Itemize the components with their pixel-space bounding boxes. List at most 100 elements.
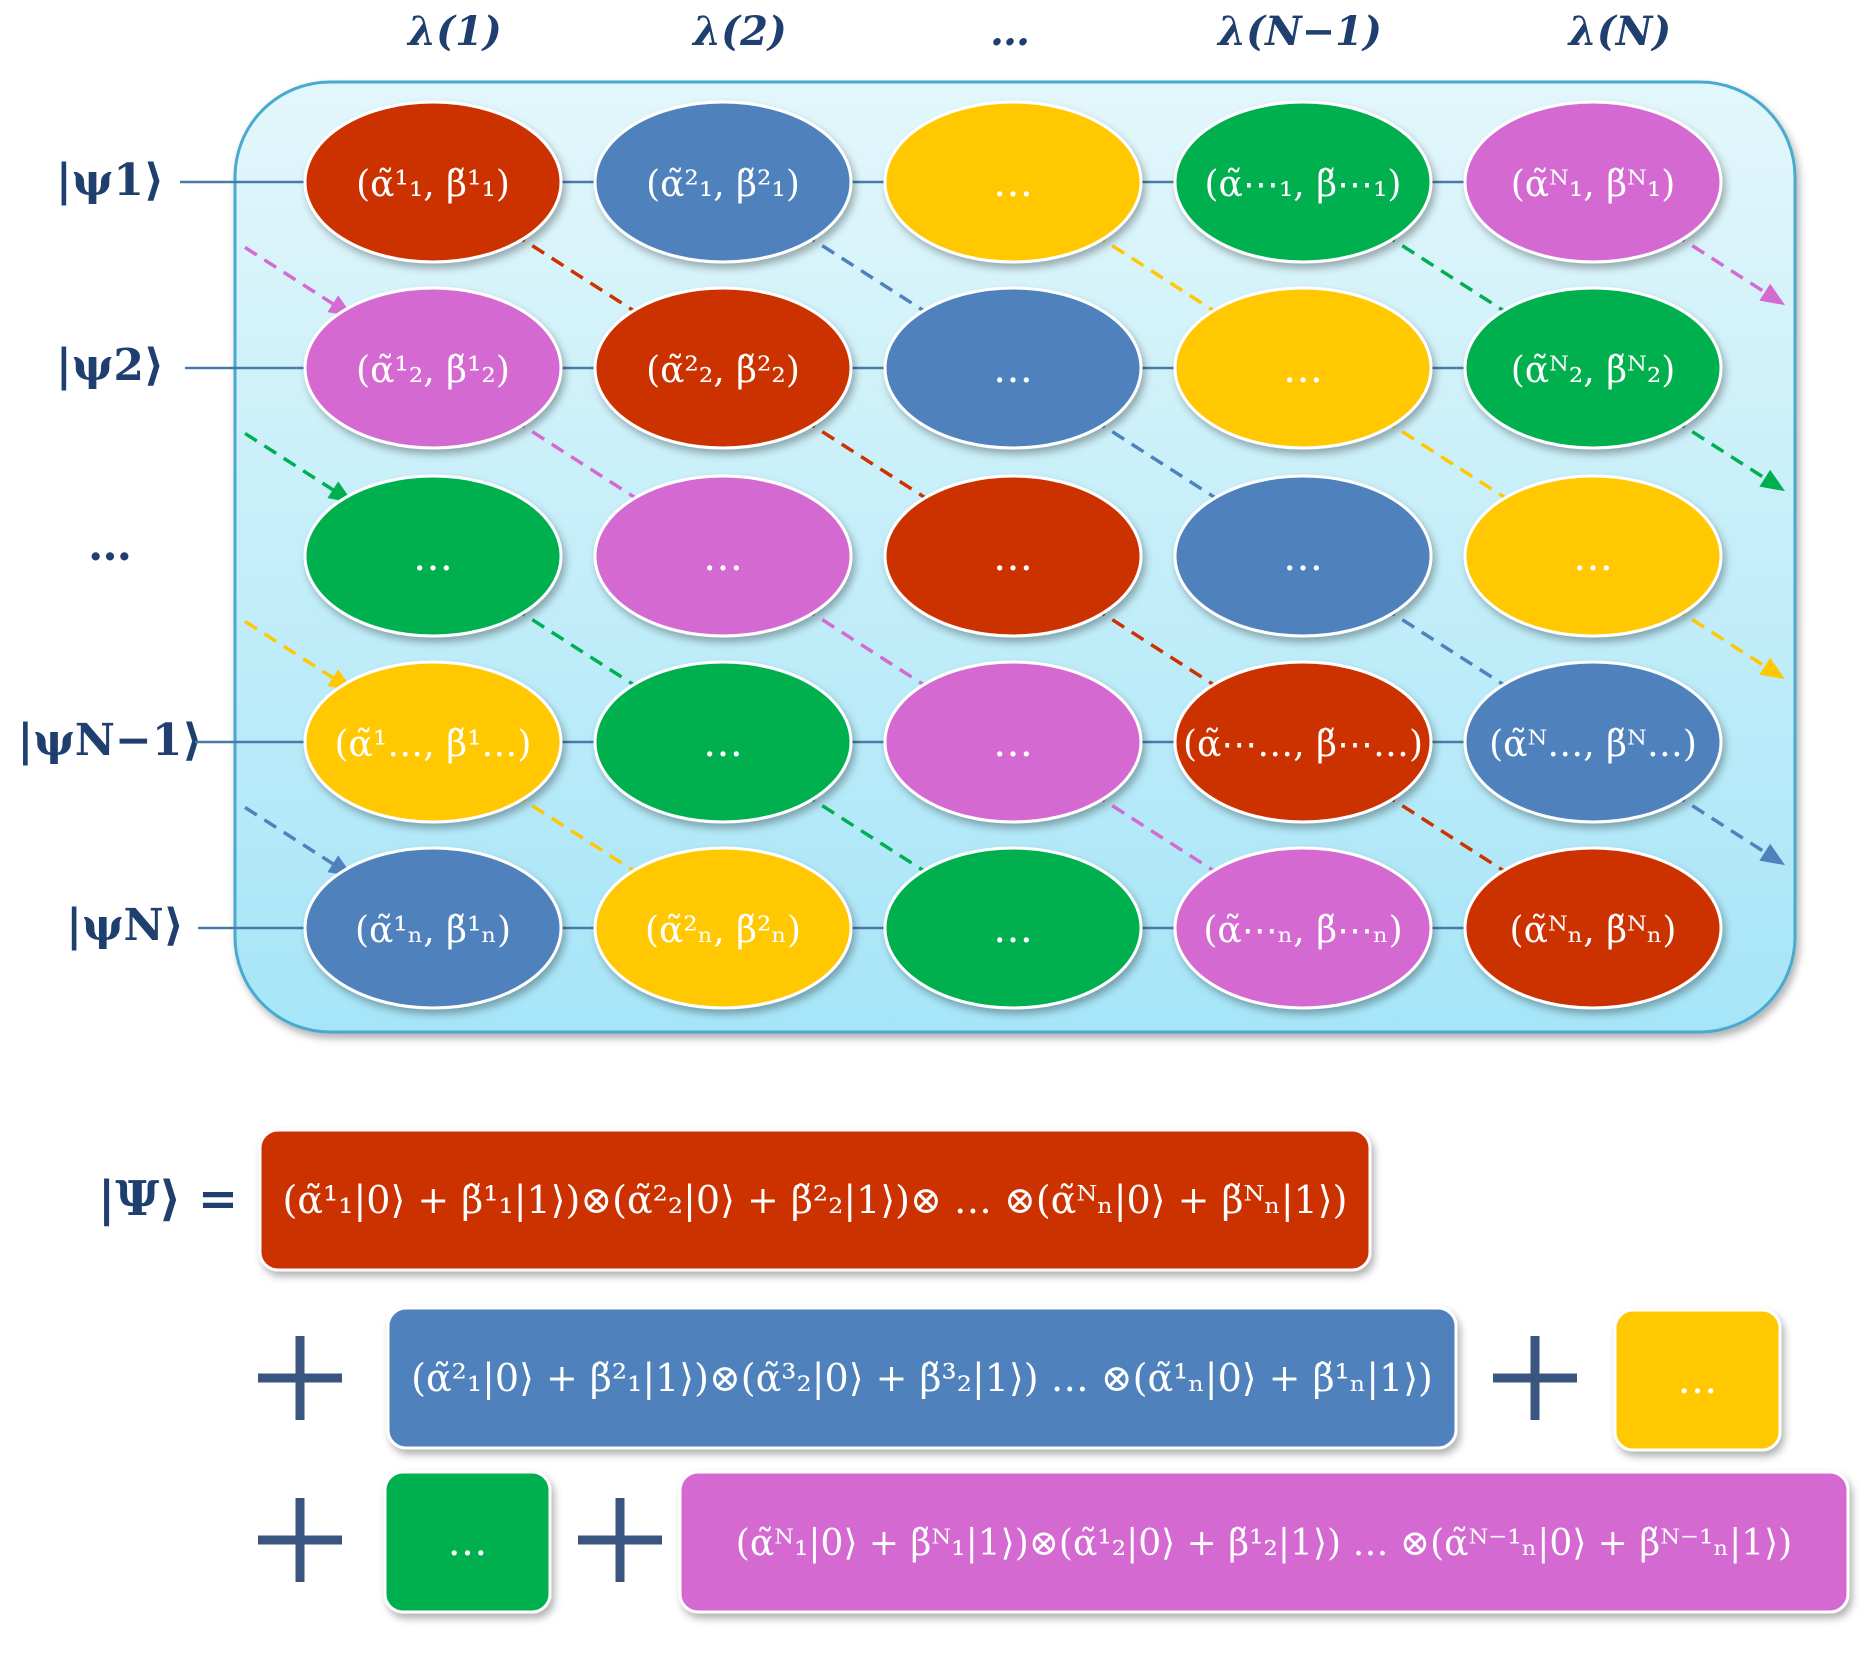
- plus-sign-4: [578, 1498, 662, 1582]
- cell-r2-c1: (α̃¹₂, β̃¹₂): [303, 286, 563, 450]
- cell-label: …: [1283, 534, 1323, 580]
- cell-r3-c3: …: [883, 474, 1143, 638]
- cell-r1-c5: (α̃ᴺ₁, β̃ᴺ₁): [1463, 100, 1723, 264]
- cell-grid: (α̃¹₁, β̃¹₁) (α̃²₁, β̃²₁) … (α̃⋯₁, β̃⋯₁) (α̃…: [303, 100, 1723, 1010]
- cell-label: (α̃⋯₁, β̃⋯₁): [1205, 164, 1402, 205]
- cell-r3-c2: …: [593, 474, 853, 638]
- equation-term-5: (α̃ᴺ₁|0⟩ + β̃ᴺ₁|1⟩)⊗(α̃¹₂|0⟩ + β̃¹₂|1⟩) …: [678, 1470, 1850, 1614]
- cell-label: (α̃²ₙ, β̃²ₙ): [645, 910, 801, 951]
- cell-label: (α̃ᴺₙ, β̃ᴺₙ): [1510, 910, 1677, 951]
- equation-term-text: …: [448, 1519, 488, 1565]
- cell-r5-c3: …: [883, 846, 1143, 1010]
- diagonal-dash-r1-c3: [1092, 231, 1224, 319]
- plus-sign-2: [1493, 1336, 1577, 1420]
- cell-ellipse: [1463, 286, 1723, 450]
- cell-ellipse: [1173, 100, 1433, 264]
- cell-r2-c2: (α̃²₂, β̃²₂): [593, 286, 853, 450]
- cell-r2-c4: …: [1173, 286, 1433, 450]
- row-label-psi-1: |ψ1⟩: [56, 155, 164, 206]
- equation-term-box: [1613, 1308, 1782, 1452]
- cell-r1-c2: (α̃²₁, β̃²₁): [593, 100, 853, 264]
- equation-term-text: (α̃²₁|0⟩ + β̃²₁|1⟩)⊗(α̃³₂|0⟩ + β̃³₂|1⟩) …: [411, 1356, 1433, 1400]
- cell-ellipse: [303, 474, 563, 638]
- cell-ellipse: [883, 474, 1143, 638]
- cell-label: …: [413, 534, 453, 580]
- column-header-n-minus-1: λ(N−1): [1216, 8, 1382, 55]
- diagonal-dash-r3-c4: [1382, 605, 1514, 693]
- cell-ellipse: [883, 286, 1143, 450]
- diagonal-dash-r4-c2: [802, 791, 934, 879]
- cell-label: (α̃ᴺ₁, β̃ᴺ₁): [1511, 164, 1676, 205]
- cell-ellipse: [593, 660, 853, 824]
- cell-label: (α̃ᴺ₂, β̃ᴺ₂): [1511, 350, 1676, 391]
- arrowhead-r3-c5: [1759, 657, 1785, 680]
- diagonal-dash-r1-c1: [512, 231, 644, 319]
- row-label-ellipsis: …: [88, 520, 132, 571]
- cell-ellipse: [303, 100, 563, 264]
- cell-r1-c4: (α̃⋯₁, β̃⋯₁): [1173, 100, 1433, 264]
- cell-ellipse: [593, 846, 853, 1010]
- cell-ellipse: [883, 100, 1143, 264]
- cell-r5-c5: (α̃ᴺₙ, β̃ᴺₙ): [1463, 846, 1723, 1010]
- cell-r5-c4: (α̃⋯ₙ, β̃⋯ₙ): [1173, 846, 1433, 1010]
- equation-term-2: (α̃²₁|0⟩ + β̃²₁|1⟩)⊗(α̃³₂|0⟩ + β̃³₂|1⟩) …: [386, 1306, 1458, 1450]
- diagonal-dash-r4-c4: [1382, 791, 1514, 879]
- cell-ellipse: [303, 846, 563, 1010]
- cell-label: …: [993, 906, 1033, 952]
- equation-term-text: (α̃ᴺ₁|0⟩ + β̃ᴺ₁|1⟩)⊗(α̃¹₂|0⟩ + β̃¹₂|1⟩) …: [736, 1523, 1792, 1564]
- equation-term-box: [678, 1470, 1850, 1614]
- cell-r4-c2: …: [593, 660, 853, 824]
- cell-label: (α̃ᴺ…, β̃ᴺ…): [1489, 724, 1697, 765]
- cell-ellipse: [593, 474, 853, 638]
- cell-label: (α̃¹…, β̃¹…): [335, 724, 532, 765]
- cell-r5-c2: (α̃²ₙ, β̃²ₙ): [593, 846, 853, 1010]
- cell-label: …: [703, 534, 743, 580]
- cell-r4-c3: …: [883, 660, 1143, 824]
- cell-label: …: [993, 346, 1033, 392]
- equation-terms: (α̃¹₁|0⟩ + β̃¹₁|1⟩)⊗(α̃²₂|0⟩ + β̃²₂|1⟩)⊗…: [258, 1128, 1850, 1614]
- equation-term-text: (α̃¹₁|0⟩ + β̃¹₁|1⟩)⊗(α̃²₂|0⟩ + β̃²₂|1⟩)⊗…: [283, 1178, 1348, 1222]
- equation-term-1: (α̃¹₁|0⟩ + β̃¹₁|1⟩)⊗(α̃²₂|0⟩ + β̃²₂|1⟩)⊗…: [258, 1128, 1372, 1272]
- cell-label: …: [1573, 534, 1613, 580]
- cell-label: (α̃⋯ₙ, β̃⋯ₙ): [1203, 910, 1402, 951]
- diagonal-dash-r2-c4: [1382, 417, 1514, 505]
- arrowhead-r1-c5: [1759, 283, 1785, 306]
- diagonal-dash-r4-c1: [512, 791, 644, 879]
- cell-ellipse: [1463, 474, 1723, 638]
- diagonal-dash-r2-c1: [512, 417, 644, 505]
- diagonal-dash-r3-c3: [1092, 605, 1224, 693]
- equation-term-4: …: [383, 1470, 552, 1614]
- cell-ellipse: [883, 660, 1143, 824]
- diagonal-dash-r1-c4: [1382, 231, 1514, 319]
- column-header-2: λ(2): [691, 8, 787, 55]
- equation-term-box: [386, 1306, 1458, 1450]
- cell-label: (α̃¹₁, β̃¹₁): [356, 164, 510, 205]
- cell-ellipse: [1173, 286, 1433, 450]
- cell-ellipse: [593, 100, 853, 264]
- equation-term-text: …: [1678, 1357, 1718, 1403]
- arrowhead-r2-c5: [1759, 469, 1785, 492]
- cell-label: (α̃¹₂, β̃¹₂): [356, 350, 510, 391]
- column-header-ellipsis: …: [990, 8, 1030, 55]
- cell-ellipse: [1173, 660, 1433, 824]
- cell-r2-c5: (α̃ᴺ₂, β̃ᴺ₂): [1463, 286, 1723, 450]
- cell-ellipse: [1463, 846, 1723, 1010]
- cell-r1-c3: …: [883, 100, 1143, 264]
- cell-r4-c4: (α̃⋯…, β̃⋯…): [1173, 660, 1433, 824]
- cell-ellipse: [1463, 100, 1723, 264]
- cell-ellipse: [303, 660, 563, 824]
- diagonal-dash-r3-c1: [512, 605, 644, 693]
- row-label-psi-n: |ψN⟩: [66, 900, 184, 951]
- cell-label: (α̃¹ₙ, β̃¹ₙ): [355, 910, 511, 951]
- cell-label: …: [993, 160, 1033, 206]
- cell-r3-c5: …: [1463, 474, 1723, 638]
- cell-label: …: [993, 720, 1033, 766]
- cell-ellipse: [1463, 660, 1723, 824]
- cell-r3-c4: …: [1173, 474, 1433, 638]
- diagonal-dash-r2-c2: [802, 417, 934, 505]
- cell-r5-c1: (α̃¹ₙ, β̃¹ₙ): [303, 846, 563, 1010]
- equation-term-box: [258, 1128, 1372, 1272]
- cell-ellipse: [1173, 846, 1433, 1010]
- diagonal-dash-r2-c3: [1092, 417, 1224, 505]
- diagonal-dash-r3-c2: [802, 605, 934, 693]
